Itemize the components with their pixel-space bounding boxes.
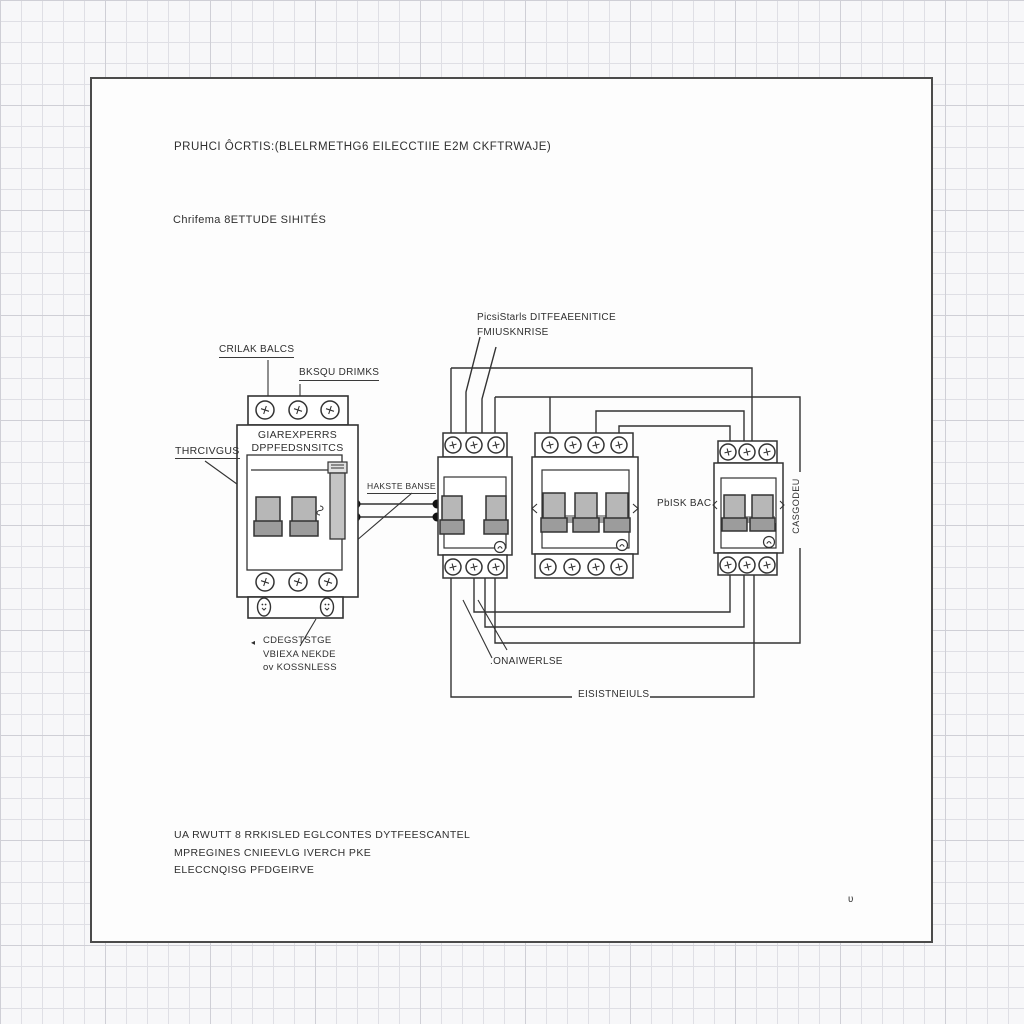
label-cascade-vertical: CASGODEU: [791, 478, 801, 534]
page-title: PRUHCI ÔCRTIS:(BLELRMETHG6 EILECCTIIE E2…: [174, 141, 552, 153]
footer-line1: UA RWUTT 8 RRKISLED EGLCONTES DYTFEESCAN…: [174, 829, 471, 841]
wire-loops: [450, 336, 801, 698]
breaker-nameplate-line2: DPPFEDSNSITCS: [251, 442, 344, 454]
bottom-note: CDEGSTSTGE VBIEXA NEKDE ov KOSSNLESS: [263, 634, 337, 675]
page-mark: ʋ: [848, 894, 854, 905]
label-differential-line2: FMIUSKNRISE: [477, 327, 549, 338]
footer-line3: ELECCNQISG PFDGEIRVE: [174, 864, 315, 876]
breaker-nameplate-line1: GIAREXPERRS: [257, 429, 338, 441]
footer-paragraph: UA RWUTT 8 RRKISLED EGLCONTES DYTFEESCAN…: [174, 827, 470, 880]
label-differential: PicsiStarls DITFEAEENITICE FMIUSKNRISE: [477, 310, 616, 340]
bottom-note-line2: VBIEXA NEKDE: [263, 648, 336, 660]
label-wire-bottom: EISISTNEIULS: [578, 689, 650, 700]
breaker-nameplate: GIAREXPERRS DPPFEDSNSITCS: [237, 429, 358, 455]
bottom-note-bullet: ◂: [251, 638, 256, 647]
bottom-note-line1: CDEGSTSTGE: [263, 635, 332, 646]
main-breaker: [236, 395, 359, 619]
label-terminal-top-right: BKSQU DRIMKS: [299, 367, 380, 381]
label-terminal-top-left: CRILAK BALCS: [219, 344, 295, 358]
differential-switch-2: [531, 432, 639, 579]
page-subtitle: Chrifema 8ETTUDE SIHITÉS: [173, 214, 327, 226]
bottom-note-line3: ov KOSSNLESS: [263, 662, 337, 673]
footer-line2: MPREGINES CNIEEVLG IVERCH PKE: [174, 846, 372, 859]
differential-switch-1: [437, 432, 513, 579]
differential-switch-3: [712, 440, 785, 576]
label-wire-left: .ONAIWERLSE: [490, 656, 563, 667]
label-bus-link: HAKSTE BANSE: [367, 480, 436, 494]
bus-link-wires: [351, 492, 442, 542]
label-breaker-side: THRCIVGUS: [175, 445, 240, 459]
label-differential-line1: PicsiStarls DITFEAEENITICE: [477, 312, 616, 323]
label-bus-bar: PbISK BAC: [657, 498, 712, 509]
